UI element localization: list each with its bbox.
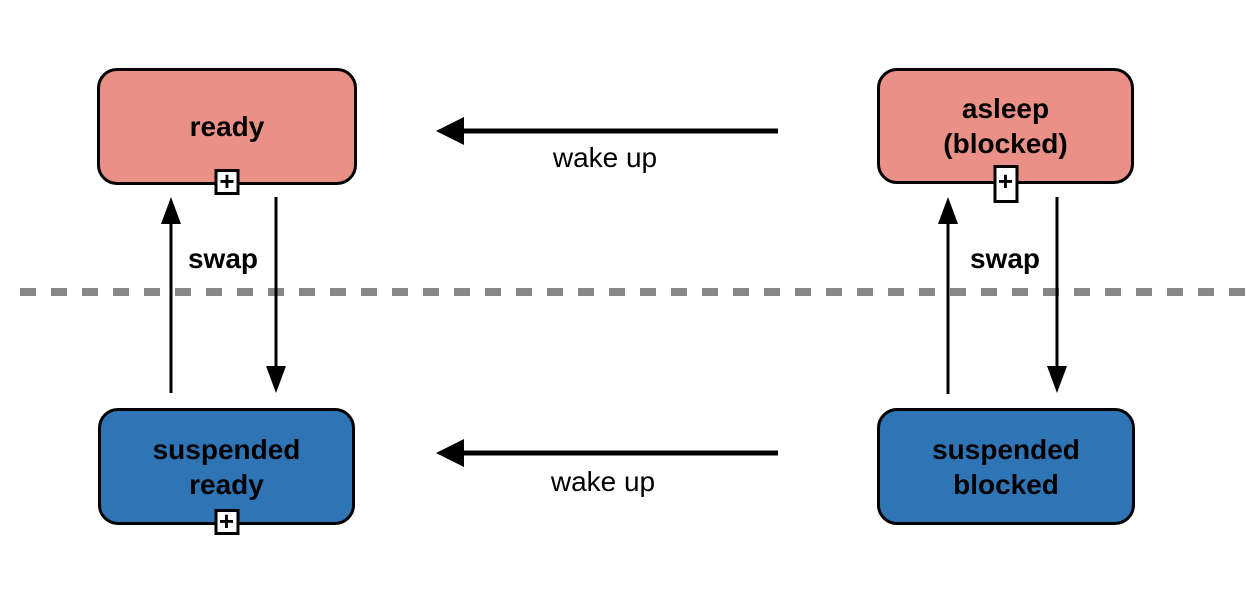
swap-right-up-arrow bbox=[938, 197, 958, 394]
state-box-ready: ready + bbox=[97, 68, 357, 195]
transition-label-wake-up-top: wake up bbox=[552, 142, 658, 173]
arrowhead-down-icon bbox=[1047, 366, 1067, 393]
state-box-suspended-blocked: suspended blocked bbox=[877, 408, 1135, 525]
expand-plus-icon[interactable]: + bbox=[214, 508, 239, 535]
state-label: ready bbox=[189, 111, 265, 142]
swap-left-down-arrow bbox=[266, 197, 286, 393]
expand-plus-icon[interactable]: + bbox=[214, 168, 240, 195]
state-box-asleep-blocked: asleep (blocked) + bbox=[877, 68, 1134, 203]
arrowhead-up-icon bbox=[938, 197, 958, 224]
transition-label-wake-up-bottom: wake up bbox=[550, 466, 656, 497]
transition-label-swap-right: swap bbox=[969, 243, 1041, 274]
state-label: suspended blocked bbox=[932, 433, 1080, 500]
transition-label-swap-left: swap bbox=[187, 243, 259, 274]
wake-up-top-arrow bbox=[436, 117, 778, 145]
wake-up-bottom-arrow bbox=[436, 439, 778, 467]
arrowhead-left-icon bbox=[436, 439, 464, 467]
expand-plus-icon[interactable]: + bbox=[993, 165, 1018, 203]
arrowhead-down-icon bbox=[266, 366, 286, 393]
swap-left-up-arrow bbox=[161, 197, 181, 393]
arrowhead-left-icon bbox=[436, 117, 464, 145]
state-label: asleep (blocked) bbox=[943, 93, 1068, 159]
state-box-suspended-ready: suspended ready + bbox=[98, 408, 355, 535]
state-label: suspended ready bbox=[152, 433, 301, 500]
arrowhead-up-icon bbox=[161, 197, 181, 224]
swap-right-down-arrow bbox=[1047, 197, 1067, 393]
